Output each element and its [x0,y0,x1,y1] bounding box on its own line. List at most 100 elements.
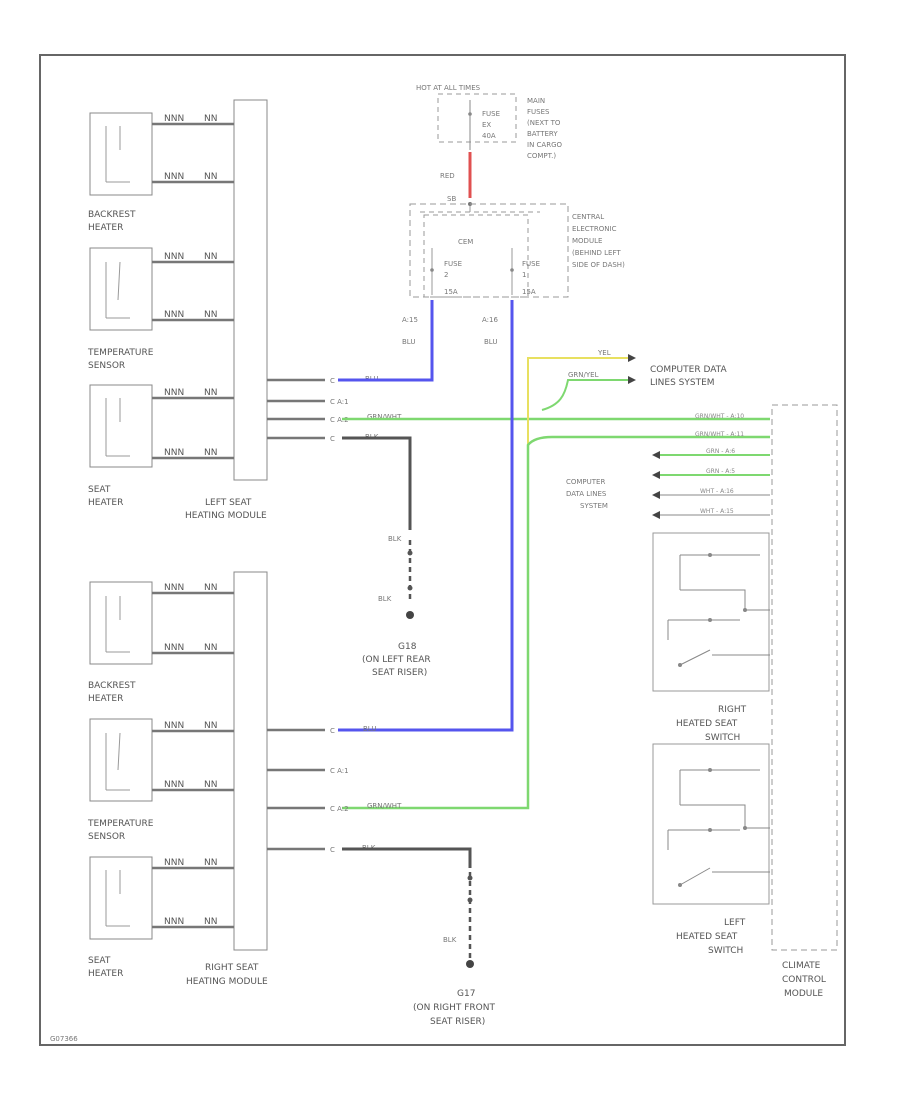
svg-text:NNN: NNN [164,114,184,124]
left-comp3-label-b: HEATER [88,498,123,508]
svg-text:NNN: NNN [164,252,184,262]
cdl2-label-b: DATA LINES [566,490,607,498]
cdl-label-a: COMPUTER DATA [650,365,727,375]
left-seat-heating-module [233,99,268,481]
left-wire3-label: GRN/WHT [367,413,402,421]
svg-text:NN: NN [204,388,217,398]
svg-text:NN: NN [204,172,217,182]
svg-text:NN: NN [204,780,217,790]
svg-text:NNN: NNN [164,448,184,458]
left-blk-b: BLK [378,595,392,603]
power-section: HOT AT ALL TIMES FUSE EX 40A MAIN FUSES … [338,84,625,732]
footer-code: G07366 [50,1035,78,1043]
cem-title: CENTRAL ELECTRONIC MODULE (BEHIND LEFT S… [572,213,625,269]
ccm-label-b: CONTROL [782,975,826,985]
cdl2-label-a: COMPUTER [566,478,605,486]
ground-g17-label-c: SEAT RISER) [430,1017,485,1027]
svg-text:NNN: NNN [164,388,184,398]
svg-text:C: C [330,377,335,385]
main-fuse-box [437,93,517,143]
right-comp3-label-a: SEAT [88,956,111,966]
ccm-pin-2: GRN - A:6 [706,448,735,455]
right-comp3-label-b: HEATER [88,969,123,979]
svg-text:ELECTRONIC: ELECTRONIC [572,225,617,233]
right-wire3-label: GRN/WHT [367,802,402,810]
svg-text:NN: NN [204,583,217,593]
blue-wire-left [338,300,434,382]
ground-g17-icon [466,960,474,968]
grn-yel-label: GRN/YEL [568,371,599,379]
svg-text:NN: NN [204,252,217,262]
yel-label: YEL [597,349,611,357]
ground-g18-label-b: (ON LEFT REAR [362,655,431,665]
ccm-pin-5: WHT - A:15 [700,508,734,515]
red-wire-label: RED [440,172,455,180]
svg-text:(NEXT TO: (NEXT TO [527,119,561,127]
svg-text:NNN: NNN [164,917,184,927]
cdl-label-b: LINES SYSTEM [650,378,715,388]
ground-g18-label-c: SEAT RISER) [372,668,427,678]
right-comp1-label-b: HEATER [88,694,123,704]
svg-text:NN: NN [204,721,217,731]
fuse1-num: 1 [522,271,526,279]
grn-yel-wire [541,379,628,411]
black-wire-right [342,847,472,868]
right-blk: BLK [443,936,457,944]
svg-text:C: C [330,846,335,854]
fuse-ex-amp: 40A [482,132,496,140]
svg-text:MAIN: MAIN [527,97,545,105]
svg-text:(BEHIND LEFT: (BEHIND LEFT [572,249,621,257]
svg-text:NN: NN [204,917,217,927]
right-wire1-label: BLU [363,725,376,733]
right-seat-heating-module [233,571,268,951]
right-seat-heater-box [89,856,153,940]
svg-text:NNN: NNN [164,780,184,790]
svg-text:NN: NN [204,643,217,653]
right-comp2-label-b: SENSOR [88,832,125,842]
right-module-label-a: RIGHT SEAT [205,963,259,973]
ccm-label-a: CLIMATE [782,961,821,971]
yellow-wire [527,357,628,460]
left-comp1-label-b: HEATER [88,223,123,233]
cem-box [409,203,569,298]
left-temperature-sensor-box [89,247,153,331]
ground-g18-label-a: G18 [398,642,417,652]
svg-text:C A:1: C A:1 [330,767,349,775]
svg-text:NNN: NNN [164,583,184,593]
svg-text:CENTRAL: CENTRAL [572,213,604,221]
black-wire-left [342,436,412,530]
connector-sb: SB [447,195,456,203]
ccm-pin-lines [652,451,770,519]
cem-label: CEM [458,238,473,246]
left-seat-heater-box [89,384,153,468]
right-comp2-label-a: TEMPERATURE [87,819,154,829]
hot-at-all-times: HOT AT ALL TIMES [416,84,481,92]
fuse-ex-label: FUSE [482,110,500,118]
left-backrest-heater-box [89,112,153,196]
fuse2-amp: 15A [444,288,458,296]
svg-text:SIDE OF DASH): SIDE OF DASH) [572,261,625,269]
svg-text:C A:1: C A:1 [330,398,349,406]
svg-text:NNN: NNN [164,310,184,320]
right-switch-label-c: SWITCH [705,733,740,743]
left-comp2-label-b: SENSOR [88,361,125,371]
right-comp1-label-a: BACKREST [88,681,136,691]
cdl2-label-c: SYSTEM [580,502,608,510]
svg-text:NNN: NNN [164,721,184,731]
svg-text:C A:2: C A:2 [330,416,349,424]
right-switch-label-a: RIGHT [718,705,747,715]
data-lines-section: YEL GRN/YEL COMPUTER DATA LINES SYSTEM G… [342,349,770,810]
ccm-label-c: MODULE [784,989,823,999]
left-module-label-b: HEATING MODULE [185,511,267,521]
blue-wire-right [338,300,514,732]
blu-left-label: BLU [402,338,415,346]
green-wire-right [342,435,770,810]
ccm-pin-1: GRN/WHT - A:11 [695,431,744,438]
pin-a16: A:16 [482,316,498,324]
svg-text:FUSES: FUSES [527,108,550,116]
svg-text:NNN: NNN [164,172,184,182]
svg-text:BATTERY: BATTERY [527,130,558,138]
svg-text:C: C [330,435,335,443]
